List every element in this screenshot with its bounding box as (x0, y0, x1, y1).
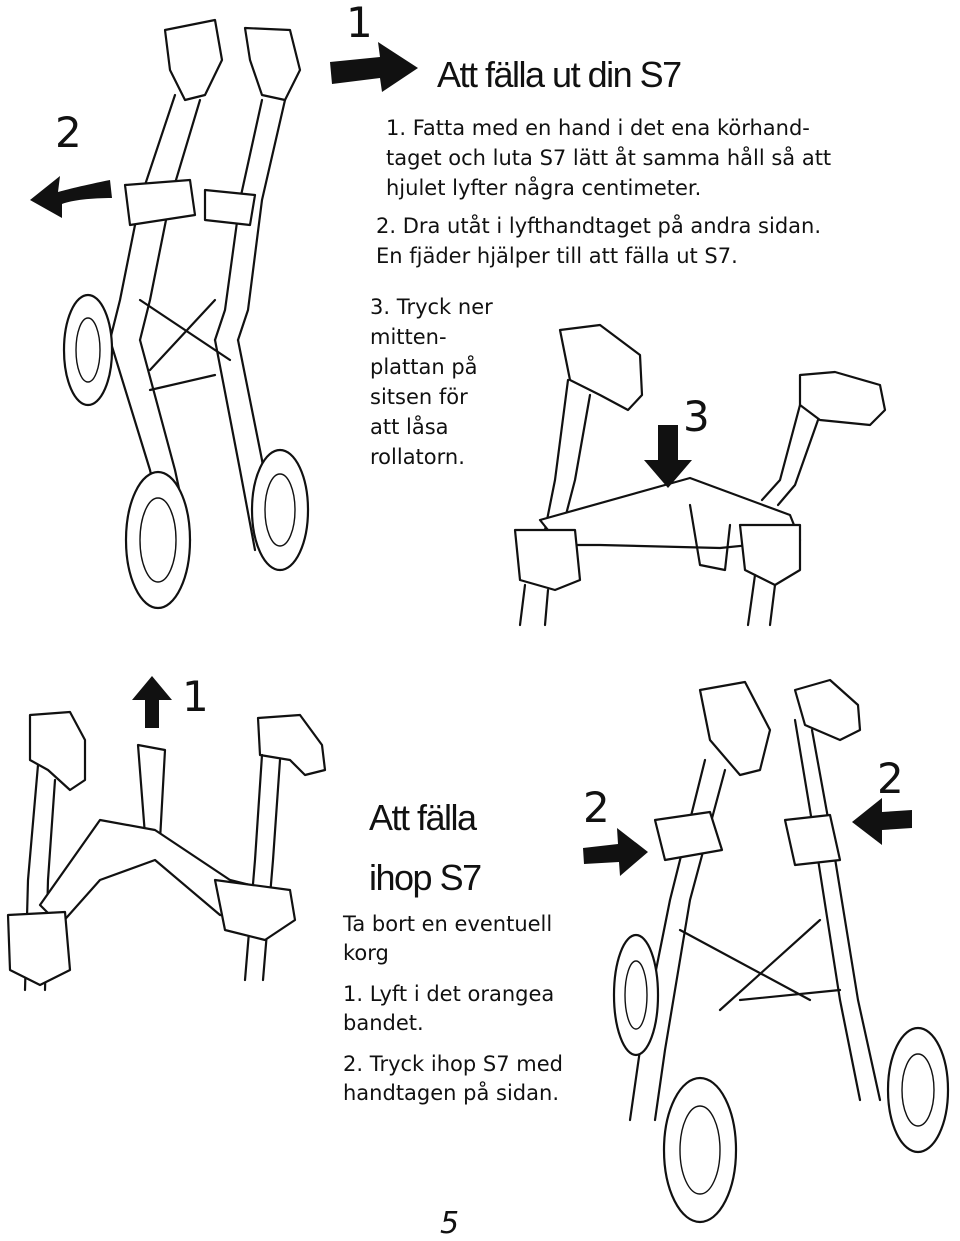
strap-lift-illustration (6, 710, 327, 992)
step-label-2: 2 (55, 108, 82, 157)
fold-instructions: Ta bort en eventuell korg 1. Lyft i det … (343, 910, 593, 1116)
fold-title-line-1: Att fälla (369, 797, 477, 838)
unfold-instructions: 1. Fatta med en hand i det ena körhand- … (376, 113, 856, 279)
folded-rollator-illustration (62, 18, 310, 610)
step-label-2-right: 2 (877, 754, 904, 803)
fold-rollator-illustration (612, 678, 950, 1224)
fold-intro: Ta bort en eventuell korg (343, 912, 553, 965)
arrow-up-icon (132, 676, 172, 728)
seat-lock-illustration (513, 323, 887, 627)
unfold-title: Att fälla ut din S7 (437, 54, 682, 95)
arrow-curved-left-icon (30, 176, 112, 218)
unfold-step-1: 1. Fatta med en hand i det ena körhand- … (386, 116, 832, 200)
unfold-step-2: 2. Dra utåt i lyfthandtaget på andra sid… (376, 214, 822, 268)
fold-step-2: 2. Tryck ihop S7 med handtagen på sidan. (343, 1052, 563, 1105)
arrow-down-icon (644, 425, 692, 488)
arrow-left-icon (852, 798, 912, 845)
step-label-2-left: 2 (583, 783, 610, 832)
unfold-step-3: 3. Tryck ner mitten- plattan på sitsen f… (370, 295, 493, 469)
arrow-right-icon (330, 42, 418, 92)
step-label-3: 3 (683, 392, 710, 441)
fold-step-1: 1. Lyft i det orangea bandet. (343, 982, 555, 1035)
step-label-1-bottom: 1 (182, 672, 209, 721)
step-label-1: 1 (346, 0, 373, 47)
arrow-right-icon (583, 828, 648, 876)
fold-title-line-2: ihop S7 (369, 857, 482, 898)
page-number: 5 (440, 1206, 460, 1241)
